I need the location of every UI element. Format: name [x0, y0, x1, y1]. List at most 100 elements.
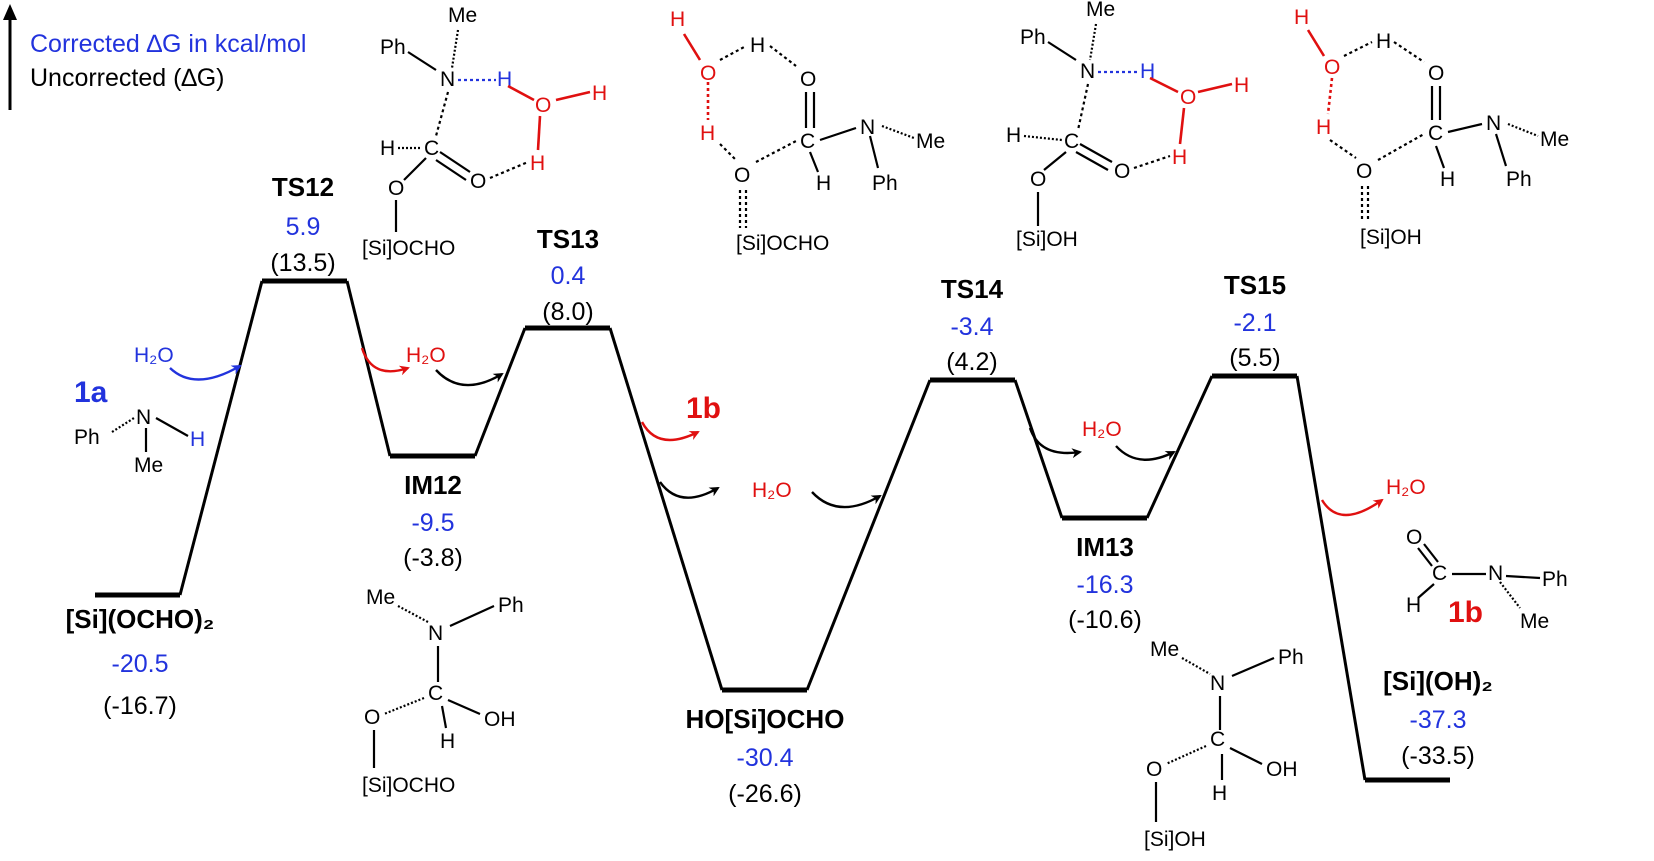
- svg-text:N: N: [860, 116, 875, 139]
- svg-text:O: O: [700, 62, 716, 85]
- svg-text:Me: Me: [1086, 0, 1115, 21]
- amine-1a-label: 1a: [74, 376, 108, 409]
- water-in-1: H₂O: [134, 344, 174, 367]
- svg-text:Ph: Ph: [498, 594, 524, 617]
- corrected-si-oh2: -37.3: [1410, 706, 1467, 734]
- svg-text:N: N: [1210, 672, 1225, 695]
- svg-text:O: O: [388, 177, 404, 200]
- uncorrected-im12: (-3.8): [403, 544, 463, 572]
- svg-text:H: H: [497, 68, 512, 91]
- svg-text:H: H: [1294, 6, 1309, 29]
- svg-text:OH: OH: [1266, 758, 1298, 781]
- svg-text:H: H: [530, 152, 545, 175]
- uncorrected-im13: (-10.6): [1068, 606, 1142, 634]
- molecule-ts15: H O H H O C N Me Ph H O [Si]OH: [1294, 6, 1569, 249]
- svg-text:N: N: [1486, 112, 1501, 135]
- uncorrected-ts13: (8.0): [542, 298, 593, 326]
- legend-uncorrected: Uncorrected (∆G): [30, 64, 225, 92]
- corrected-si-ocho2: -20.5: [112, 650, 169, 678]
- svg-text:O: O: [470, 170, 486, 193]
- uncorrected-ts15: (5.5): [1229, 344, 1280, 372]
- svg-text:O: O: [800, 68, 816, 91]
- svg-text:O: O: [1030, 168, 1046, 191]
- svg-text:N: N: [136, 406, 151, 429]
- svg-text:[Si]OH: [Si]OH: [1016, 228, 1078, 251]
- water-out-3: H₂O: [1082, 418, 1122, 441]
- svg-text:Ph: Ph: [380, 36, 406, 59]
- svg-text:C: C: [1428, 122, 1443, 145]
- svg-text:Me: Me: [1150, 638, 1179, 661]
- energy-levels: [95, 278, 1450, 783]
- label-ho-si-ocho: HO[Si]OCHO: [686, 704, 845, 734]
- water-free: H₂O: [752, 479, 792, 502]
- arrow-water-in-4: [1115, 445, 1176, 461]
- svg-text:H: H: [1212, 782, 1227, 805]
- svg-text:O: O: [1180, 86, 1196, 109]
- svg-text:O: O: [535, 94, 551, 117]
- arrow-water-out-2: [659, 481, 720, 499]
- svg-text:H: H: [1440, 168, 1455, 191]
- svg-text:H: H: [750, 34, 765, 57]
- svg-text:H: H: [700, 122, 715, 145]
- label-ts14: TS14: [941, 274, 1004, 304]
- molecule-1a: 1a N Ph H Me: [74, 376, 205, 477]
- product-1b-first: 1b: [686, 392, 721, 425]
- svg-text:Ph: Ph: [74, 426, 100, 449]
- svg-text:[Si]OH: [Si]OH: [1360, 226, 1422, 249]
- svg-text:H: H: [380, 137, 395, 160]
- arrow-water-out-1: [360, 347, 410, 376]
- svg-text:Me: Me: [448, 4, 477, 27]
- water-out-1: H₂O: [406, 344, 446, 367]
- svg-text:O: O: [734, 164, 750, 187]
- arrow-water-in-3: [811, 491, 882, 509]
- svg-text:C: C: [800, 130, 815, 153]
- svg-text:O: O: [1356, 160, 1372, 183]
- reagent-arrows: H₂O H₂O 1b H₂O H₂O H₂O: [134, 344, 1426, 517]
- svg-text:Ph: Ph: [1506, 168, 1532, 191]
- uncorrected-si-oh2: (-33.5): [1401, 742, 1475, 770]
- svg-text:H: H: [670, 8, 685, 31]
- svg-text:N: N: [440, 68, 455, 91]
- corrected-ts14: -3.4: [950, 313, 993, 341]
- svg-text:[Si]OCHO: [Si]OCHO: [362, 774, 455, 797]
- svg-text:O: O: [1324, 56, 1340, 79]
- svg-text:H: H: [1406, 594, 1421, 617]
- label-si-oh2: [Si](OH)₂: [1383, 666, 1493, 696]
- svg-text:[Si]OCHO: [Si]OCHO: [736, 232, 829, 255]
- svg-text:Me: Me: [134, 454, 163, 477]
- label-ts13: TS13: [537, 224, 599, 254]
- corrected-ts12: 5.9: [286, 213, 321, 241]
- corrected-ho-si-ocho: -30.4: [737, 744, 794, 772]
- energy-axis-arrowhead: [3, 4, 17, 20]
- arrow-water-in-1: [169, 364, 242, 381]
- svg-text:C: C: [424, 137, 439, 160]
- molecule-ts12: Ph Me N H O H H H C O O [Si]OCHO: [362, 4, 607, 260]
- arrow-water-in-2: [435, 369, 504, 387]
- svg-text:Me: Me: [366, 586, 395, 609]
- label-im13: IM13: [1076, 532, 1134, 562]
- label-im12: IM12: [404, 470, 462, 500]
- svg-text:C: C: [1432, 562, 1447, 585]
- svg-text:N: N: [1080, 60, 1095, 83]
- svg-text:Me: Me: [1520, 610, 1549, 633]
- svg-text:H: H: [440, 730, 455, 753]
- svg-text:Me: Me: [916, 130, 945, 153]
- svg-text:Ph: Ph: [1278, 646, 1304, 669]
- svg-text:C: C: [1210, 728, 1225, 751]
- svg-text:Ph: Ph: [1020, 26, 1046, 49]
- level-labels: [Si](OCHO)₂ -20.5 (-16.7) TS12 5.9 (13.5…: [66, 172, 1493, 808]
- arrow-water-out-4: [1320, 498, 1384, 517]
- svg-text:O: O: [1114, 160, 1130, 183]
- svg-text:H: H: [1376, 30, 1391, 53]
- corrected-ts13: 0.4: [551, 262, 586, 290]
- svg-text:H: H: [1006, 124, 1021, 147]
- legend-corrected: Corrected ∆G in kcal/mol: [30, 30, 307, 58]
- uncorrected-ho-si-ocho: (-26.6): [728, 780, 802, 808]
- label-ts12: TS12: [272, 172, 334, 202]
- label-si-ocho2: [Si](OCHO)₂: [66, 604, 215, 634]
- svg-text:[Si]OH: [Si]OH: [1144, 828, 1206, 851]
- corrected-im13: -16.3: [1077, 571, 1134, 599]
- uncorrected-ts12: (13.5): [270, 249, 335, 277]
